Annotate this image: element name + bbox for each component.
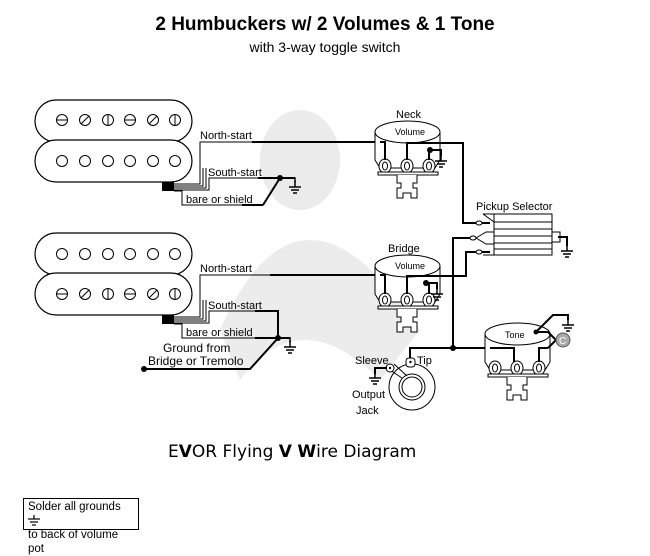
- neck-humbucker: [34, 99, 193, 191]
- ground-icon: [560, 244, 574, 258]
- neck-shield-label: bare or shield: [186, 194, 253, 206]
- tip-label: Tip: [417, 355, 432, 367]
- capacitor: [555, 332, 571, 348]
- sleeve-label: Sleeve: [355, 355, 389, 367]
- bridge-volume-title: Bridge: [388, 243, 420, 255]
- pickup-selector-title: Pickup Selector: [476, 201, 553, 213]
- bridge-south-label: South-start: [208, 300, 262, 312]
- note-line-2: to back of volume pot: [28, 529, 119, 555]
- diagram-title: 2 Humbuckers w/ 2 Volumes & 1 Tone: [155, 14, 495, 35]
- bridge-volume-pot: Volume: [374, 254, 441, 333]
- bridge-tremolo-label: Bridge or Tremolo: [148, 354, 244, 368]
- capacitor-label: C: [559, 336, 566, 347]
- bridge-shield-label: bare or shield: [186, 327, 253, 339]
- output-jack-label-1: Output: [352, 389, 385, 401]
- pickup-selector-switch: [469, 213, 561, 256]
- bridge-north-label: North-start: [200, 263, 252, 275]
- bridge-humbucker: [34, 232, 193, 324]
- output-jack: [385, 357, 436, 411]
- note-line-1: Solder all grounds: [28, 501, 121, 513]
- neck-volume-title: Neck: [396, 109, 422, 121]
- neck-north-label: North-start: [200, 130, 252, 142]
- neck-south-label: South-start: [208, 167, 262, 179]
- footer-title: EVOR Flying V Wire Diagram: [168, 442, 417, 462]
- svg-text:Volume: Volume: [395, 261, 425, 271]
- output-jack-label-2: Jack: [356, 405, 379, 417]
- svg-text:Volume: Volume: [395, 127, 425, 137]
- tone-pot: Tone: [484, 322, 551, 401]
- ground-note-box: Solder all grounds to back of volume pot: [23, 498, 139, 555]
- svg-text:Tone: Tone: [505, 330, 525, 340]
- diagram-subtitle: with 3-way toggle switch: [249, 39, 401, 55]
- ground-icon: [28, 514, 40, 526]
- ground-icon: [561, 318, 575, 332]
- neck-volume-pot: Volume: [374, 120, 441, 199]
- ground-from-label: Ground from: [163, 341, 230, 355]
